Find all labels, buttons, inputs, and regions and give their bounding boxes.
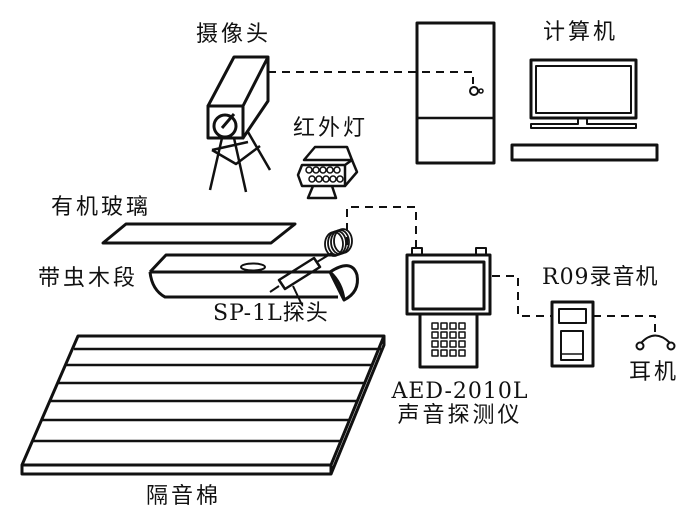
recorder [550,300,595,368]
label-wood: 带虫木段 [38,266,139,291]
sound-foam [20,334,386,476]
label-detector: AED-2010L 声音探测仪 [385,379,535,429]
label-recorder: R09录音机 [542,265,659,290]
keypad-key [431,331,439,339]
keypad-key [440,331,448,339]
wood-log [148,228,359,306]
keypad-key [458,349,466,357]
probe [277,256,322,291]
keypad-key [449,322,457,330]
label-probe: SP-1L探头 [213,301,329,326]
keypad-key [431,322,439,330]
keypad-key [440,349,448,357]
plexiglass [101,222,297,245]
keypad-key [431,349,439,357]
computer-tower [415,21,496,165]
connections [268,71,656,333]
keypad-key [440,322,448,330]
sound-detector [405,247,492,369]
label-computer: 计算机 [543,20,619,45]
keypad-key [440,340,448,348]
recorder-earphone-link [593,315,656,333]
keypad-key [449,349,457,357]
probe-detector-link [346,206,417,248]
camera [206,55,272,193]
earphone-icon [635,334,676,351]
ir-light [296,145,359,200]
keypad-key [458,340,466,348]
keypad-key [458,331,466,339]
computer-monitor [510,58,659,162]
label-foam: 隔音棉 [146,484,222,509]
label-detector-model: AED-2010L [391,379,529,404]
label-detector-name: 声音探测仪 [397,403,523,429]
detector-recorder-link [492,275,553,317]
keypad-key [431,340,439,348]
keypad-key [458,322,466,330]
label-ir-light: 红外灯 [293,116,369,141]
keypad-key [449,331,457,339]
label-camera: 摄像头 [196,22,272,47]
label-earphone: 耳机 [629,360,680,385]
label-plexiglass: 有机玻璃 [51,195,152,220]
camera-computer-link [268,71,474,84]
keypad-key [449,340,457,348]
insect-icon [240,262,266,272]
